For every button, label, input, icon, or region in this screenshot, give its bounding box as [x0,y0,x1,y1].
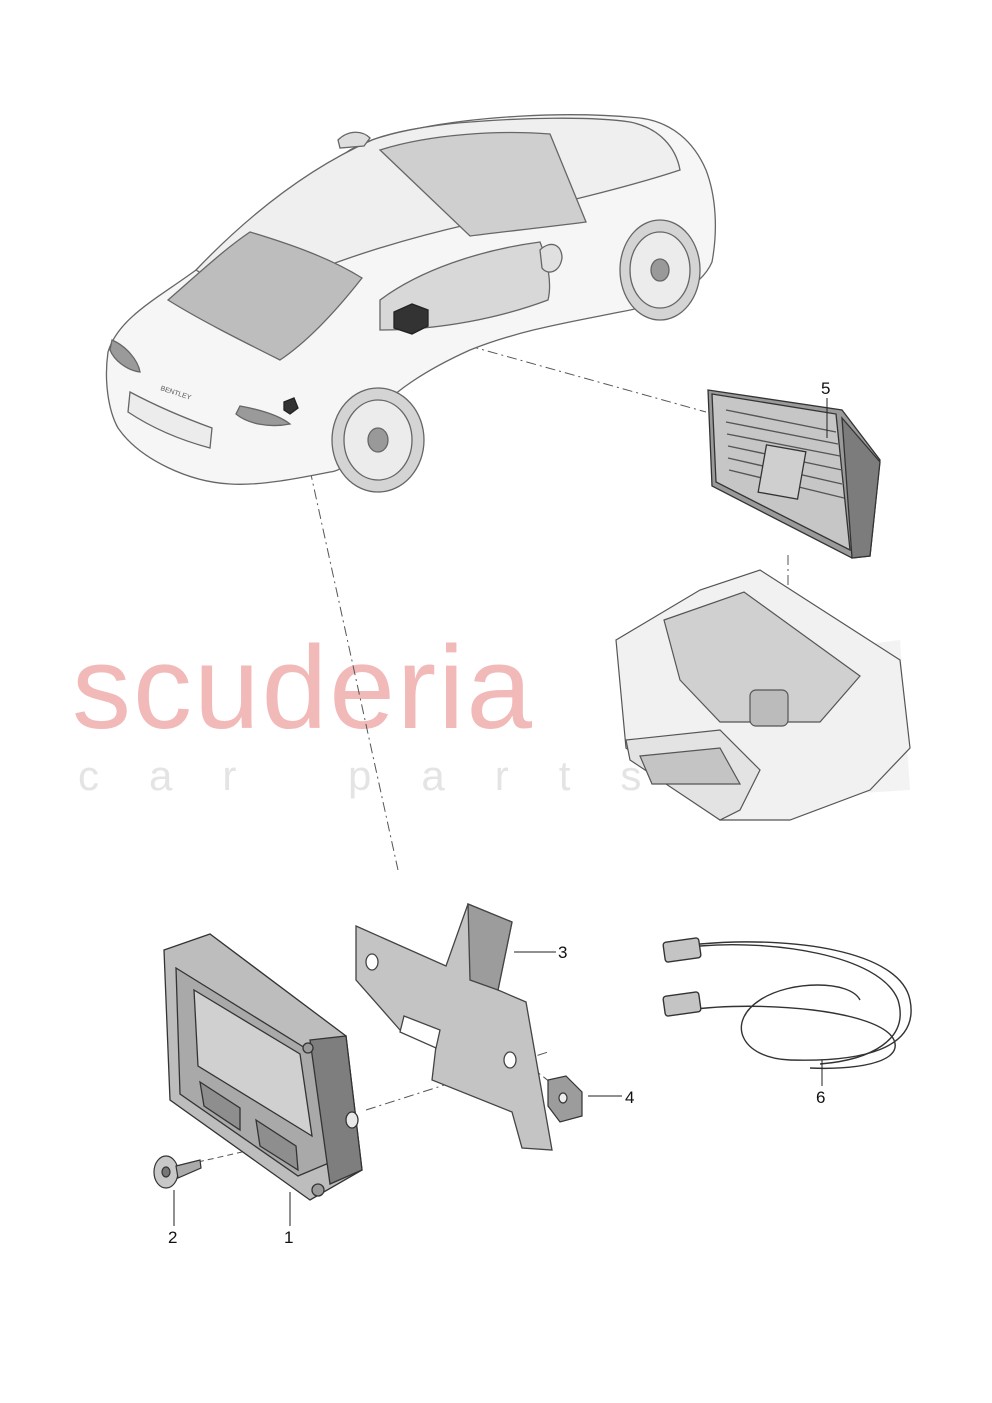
watermark-main: scuderia [72,622,534,754]
callout-2: 2 [168,1228,177,1247]
door-mirror [539,243,563,273]
callout-4: 4 [625,1088,634,1107]
part-1-module [163,933,363,1201]
part-3-bracket [355,903,553,1151]
part-4-clip-nut [547,1075,583,1123]
vehicle-illustration [105,114,717,493]
part-6-cable [662,937,912,1070]
sunroof [378,131,587,237]
leader-screw-to-module [197,1151,243,1163]
rear-wheel [331,387,425,493]
tail-light-right [235,405,292,427]
part-2-screw [153,1155,202,1189]
callouts: 1 2 3 4 5 6 [168,379,830,1247]
front-wheel [619,219,701,321]
cable-connector-a [662,937,702,963]
antenna [337,131,371,149]
module-location-marker [393,303,429,335]
callout-3: 3 [558,943,567,962]
callout-1: 1 [284,1228,293,1247]
callout-leaders [173,398,828,1226]
rear-window [166,231,363,361]
module-location-marker-rear [283,397,299,415]
cable-connector-b [662,991,702,1017]
watermark-sub: car parts [78,752,691,799]
callout-5: 5 [821,379,830,398]
tail-light-left [109,339,141,373]
part-5-control-unit [707,389,881,559]
mounting-cradle [615,569,911,821]
plate-recess [127,390,213,449]
seat-icon [757,444,807,500]
callout-6: 6 [816,1088,825,1107]
leader-car-to-part1 [309,469,399,871]
